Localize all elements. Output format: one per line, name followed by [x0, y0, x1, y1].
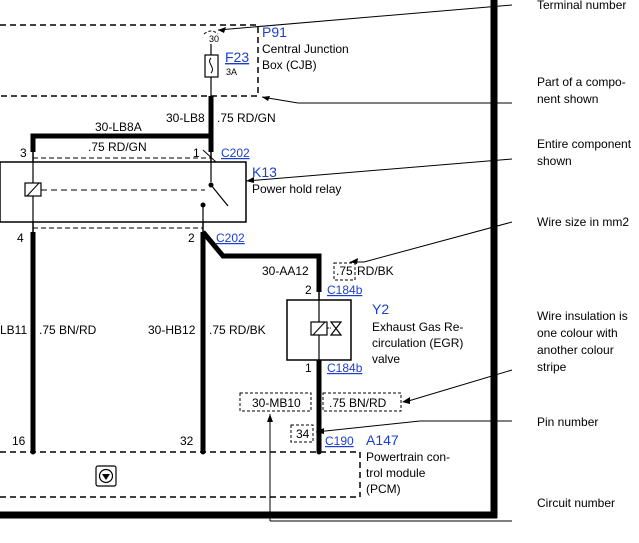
- p91-desc-line1: Central Junction: [262, 42, 349, 56]
- pcm-pin-16: 16: [12, 434, 26, 448]
- wire-lb8a-spec: .75 RD/GN: [88, 140, 147, 154]
- connector-c190[interactable]: C190: [325, 434, 354, 448]
- connector-c202-bottom[interactable]: C202: [216, 231, 245, 245]
- k13-id: K13: [252, 164, 277, 180]
- y2-desc-line3: valve: [372, 352, 400, 366]
- fuse-rating: 3A: [226, 67, 237, 77]
- k13-pin-4: 4: [17, 231, 24, 245]
- k13-pin-2: 2: [188, 231, 195, 245]
- wire-aa12-color: RD/BK: [357, 264, 394, 278]
- wire-mb10-circuit: 30-MB10: [252, 396, 301, 410]
- wire-lb11-spec: .75 BN/RD: [39, 323, 97, 337]
- annotation-wire-insulation-line2: one colour with: [537, 326, 618, 340]
- pcm-pin-32: 32: [180, 434, 194, 448]
- wire-aa12-circuit: 30-AA12: [262, 264, 309, 278]
- leader-terminal-number: [217, 4, 513, 31]
- y2-pin-1: 1: [305, 361, 312, 375]
- relay-switch-icon: [210, 184, 229, 207]
- pcm-pin-34: 34: [296, 427, 310, 441]
- leader-wire-insulation: [404, 369, 513, 403]
- annotation-entire-component-line1: Entire component: [537, 137, 632, 151]
- y2-desc-line2: circulation (EGR): [372, 336, 463, 350]
- wire-mb10-spec: .75 BN/RD: [329, 396, 387, 410]
- fuse-f23-link[interactable]: F23: [225, 49, 249, 65]
- wire-lb8a-circuit: 30-LB8A: [95, 120, 142, 134]
- y2-id: Y2: [372, 301, 389, 317]
- annotation-circuit-number: Circuit number: [537, 496, 615, 510]
- a147-desc-line1: Powertrain con-: [366, 450, 450, 464]
- leader-entire-component: [245, 158, 513, 182]
- terminal-30-label: 30: [209, 34, 219, 44]
- wire-hb12-circuit: 30-HB12: [148, 323, 196, 337]
- wire-lb8-spec: .75 RD/GN: [217, 111, 276, 125]
- p91-desc-line2: Box (CJB): [262, 58, 317, 72]
- connector-c184b-top[interactable]: C184b: [327, 283, 363, 297]
- annotation-pin-number: Pin number: [537, 415, 598, 429]
- annotation-wire-size: Wire size in mm2: [537, 215, 629, 229]
- annotation-part-component-line2: nent shown: [537, 92, 598, 106]
- wire-hb12-spec: .75 RD/BK: [209, 323, 266, 337]
- annotation-wire-insulation-line4: stripe: [537, 360, 567, 374]
- cjb-partial-outline: [0, 24, 259, 97]
- a147-desc-line2: trol module: [366, 466, 426, 480]
- leader-wire-size: [363, 221, 513, 263]
- y2-pin-2: 2: [305, 283, 312, 297]
- connector-c184b-bottom[interactable]: C184b: [327, 361, 363, 375]
- terminal-30-marker: [203, 30, 219, 35]
- wire-30-aa12: [201, 230, 322, 292]
- annotation-wire-insulation-line3: another colour: [537, 343, 614, 357]
- connector-c202-top[interactable]: C202: [221, 146, 250, 160]
- wire-30-lb8a: [30, 133, 211, 152]
- power-hold-relay-box: [0, 161, 247, 223]
- annotation-part-component-line1: Part of a compo-: [537, 75, 626, 89]
- k13-pin-3: 3: [20, 146, 27, 160]
- annotation-terminal-number: Terminal number: [537, 0, 626, 12]
- wire-aa12-size: .75: [336, 264, 353, 278]
- annotation-entire-component-line2: shown: [537, 154, 572, 168]
- wire-lb11-circuit: LB11: [0, 323, 27, 337]
- k13-desc: Power hold relay: [252, 182, 341, 196]
- annotation-wire-insulation-line1: Wire insulation is: [537, 309, 628, 323]
- a147-id: A147: [366, 432, 399, 448]
- k13-pin-1: 1: [193, 146, 200, 160]
- a147-desc-line3: (PCM): [366, 482, 401, 496]
- y2-desc-line1: Exhaust Gas Re-: [372, 320, 463, 334]
- wire-lb8-circuit: 30-LB8: [166, 111, 205, 125]
- p91-id: P91: [262, 24, 287, 40]
- valve-icon: [329, 321, 343, 336]
